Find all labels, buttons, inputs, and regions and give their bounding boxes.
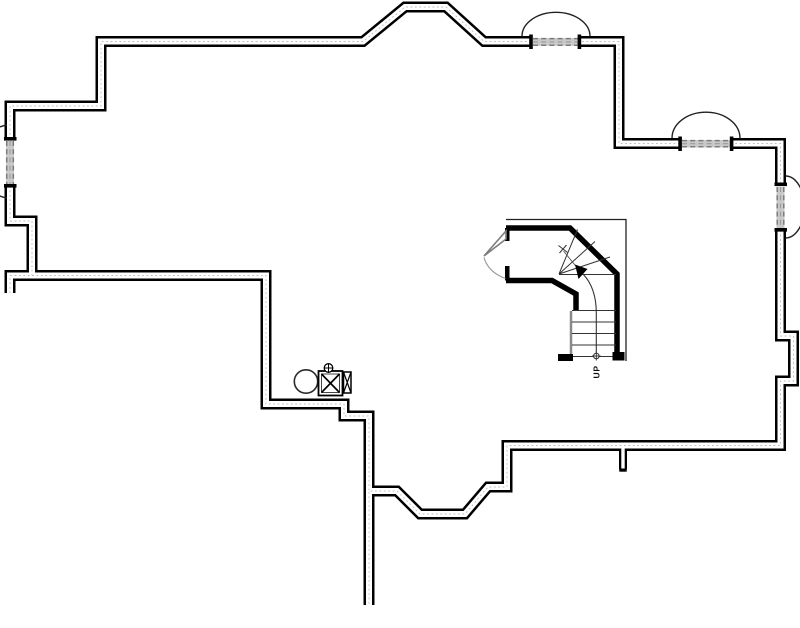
utility-fixtures	[293, 363, 352, 397]
window-well-arc-upper-right	[671, 111, 741, 139]
stair-wall-upper	[506, 225, 620, 357]
exterior-walls	[10, 7, 794, 605]
stair-foot-cap-right	[612, 352, 625, 361]
furnace-icon	[317, 363, 344, 397]
wall-cavity-dots	[9, 6, 794, 606]
stair-wall-lower	[506, 277, 579, 310]
window-glass	[6, 141, 14, 184]
wall-stub-end-cap	[619, 468, 627, 472]
window-jamb	[577, 34, 582, 49]
window-glass	[533, 38, 578, 46]
water-heater-icon	[293, 368, 319, 394]
door-leaf	[483, 228, 507, 257]
furnace-x-brace	[320, 373, 341, 394]
window-top	[529, 34, 582, 49]
winder-treads	[558, 229, 611, 275]
stair-start-node-cross	[592, 351, 601, 361]
direction-line-x-tick	[558, 244, 568, 254]
stair-outer-line	[506, 218, 627, 361]
window-jamb	[729, 136, 734, 151]
window-jamb	[678, 136, 682, 151]
flue-cross	[324, 363, 333, 373]
utility-unit-icon	[342, 371, 352, 394]
window-jamb	[774, 228, 787, 232]
door-swing-arc	[483, 257, 506, 280]
window-well-arc-top	[521, 11, 591, 37]
window-left-side	[4, 137, 17, 188]
window-upper-right	[678, 136, 734, 151]
stair-door-jamb-bottom	[505, 266, 510, 281]
stair-foot-cap-left	[558, 354, 573, 361]
window-right-side	[774, 182, 787, 232]
stair-treads	[558, 229, 616, 357]
wall-outline-cavity	[10, 7, 794, 605]
window-jamb	[529, 34, 533, 49]
window-jamb	[4, 184, 17, 188]
utility-unit-x	[342, 371, 352, 394]
window-dashes	[776, 187, 785, 228]
window-dashes	[5, 141, 15, 184]
stair-door-jamb-top	[505, 228, 510, 241]
window-jamb	[4, 137, 17, 141]
window-well-arcs	[0, 11, 800, 239]
stair-direction-line	[582, 273, 597, 353]
window-glass	[682, 140, 730, 148]
window-dashes	[533, 37, 578, 46]
window-jamb	[774, 182, 787, 187]
staircase: UP	[483, 218, 627, 379]
wall-outline-black	[10, 7, 794, 605]
furnace-inner-box	[321, 373, 340, 393]
straight-treads	[572, 310, 616, 357]
up-label: UP	[592, 365, 602, 378]
window-well-arc-right	[785, 175, 800, 239]
up-arrowhead	[575, 264, 588, 279]
